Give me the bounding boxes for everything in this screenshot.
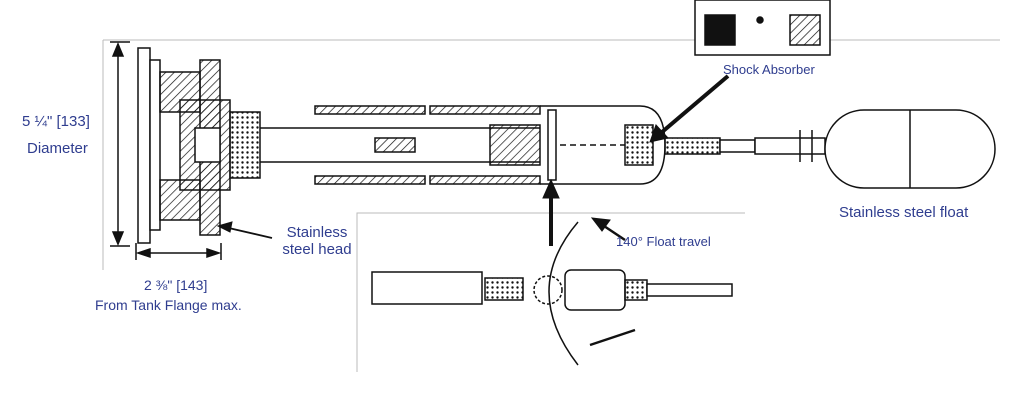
float-label: Stainless steel float [839, 204, 969, 221]
flange-dimension [135, 243, 222, 260]
float-arm [664, 130, 826, 162]
flange-caption: From Tank Flange max. [95, 297, 242, 313]
tube-housing [260, 105, 666, 185]
float-travel-inset [371, 221, 733, 366]
head-label-line1: Stainless [286, 224, 348, 241]
diameter-caption: Diameter [27, 140, 88, 157]
shock-absorber-label: Shock Absorber [723, 62, 815, 77]
pointer-arrows [216, 74, 730, 246]
float-ball [824, 109, 996, 189]
float-travel-label: 140° Float travel [616, 234, 711, 249]
diameter-value: 5 ¼" [133] [22, 113, 90, 130]
steel-head [137, 47, 261, 244]
head-label-line2: steel head [282, 241, 352, 258]
shock-absorber-inset [694, 0, 831, 56]
flange-value: 2 ⅜" [143] [144, 277, 208, 293]
frame-lines [102, 39, 1000, 372]
diameter-dimension [110, 41, 130, 247]
